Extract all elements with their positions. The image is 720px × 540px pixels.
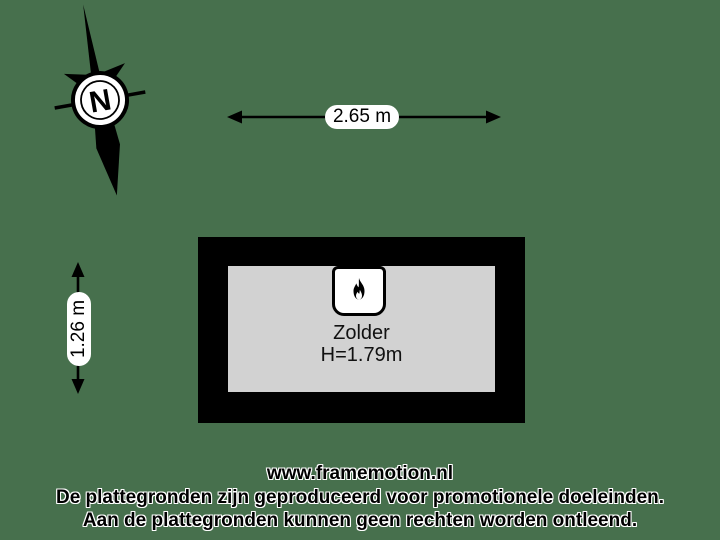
height-dimension-label: 1.26 m (67, 292, 91, 366)
room-ceiling-height: H=1.79m (320, 344, 403, 366)
arrowhead-down (71, 379, 85, 394)
footer-disclaimer-line-2: Aan de plattegronden kunnen geen rechten… (82, 510, 638, 531)
flame-icon (353, 278, 365, 300)
compass-dial-inner-ring (80, 80, 120, 120)
width-dimension-label: 2.65 m (325, 105, 399, 129)
compass-north-arrow-icon: N (54, 4, 146, 196)
room-name: Zolder (333, 322, 390, 344)
arrowhead-right (486, 110, 501, 124)
arrowhead-up (71, 262, 85, 277)
footer-disclaimer: www.framemotion.nl De plattegronden zijn… (0, 462, 720, 533)
fireplace-symbol (332, 266, 386, 316)
footer-website: www.framemotion.nl (266, 463, 454, 484)
room-label-group: Zolder H=1.79m (228, 322, 495, 366)
footer-disclaimer-line-1: De plattegronden zijn geproduceerd voor … (55, 486, 665, 508)
arrowhead-left (227, 110, 242, 124)
